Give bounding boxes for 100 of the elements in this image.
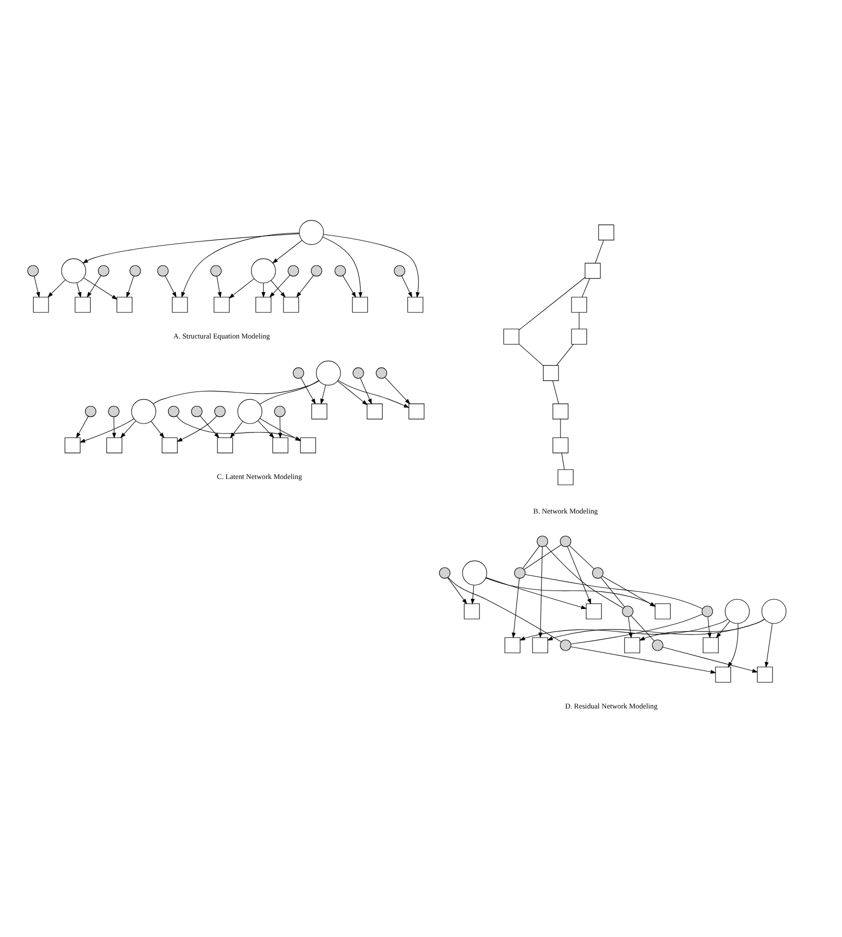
connector xyxy=(582,278,590,298)
arrow xyxy=(230,421,243,438)
node-box xyxy=(408,404,424,420)
node-box xyxy=(542,365,559,381)
node-box xyxy=(106,437,122,454)
connector xyxy=(570,614,703,644)
connector xyxy=(259,380,319,404)
node-box xyxy=(598,224,614,240)
node-circle xyxy=(334,265,346,276)
node-circle xyxy=(536,536,548,547)
node-box xyxy=(757,666,773,683)
node-box xyxy=(352,296,368,313)
node-box xyxy=(64,437,80,454)
arrow xyxy=(602,576,656,607)
connector xyxy=(518,344,544,366)
node-circle xyxy=(274,406,286,418)
node-box xyxy=(407,296,424,313)
node-circle xyxy=(310,265,322,276)
connector xyxy=(522,546,540,569)
node-box xyxy=(217,437,233,454)
node-box xyxy=(654,603,671,620)
node-box xyxy=(552,404,568,420)
node-box xyxy=(272,437,288,454)
node-circle xyxy=(394,265,406,276)
node-circle xyxy=(702,606,713,618)
arrow xyxy=(228,278,254,299)
arrow xyxy=(82,233,300,264)
node-circle xyxy=(316,360,341,386)
node-box xyxy=(503,328,520,345)
node-box xyxy=(715,666,732,683)
node-circle xyxy=(376,367,388,379)
arrow xyxy=(323,234,420,298)
node-box xyxy=(532,637,548,654)
node-circle xyxy=(288,265,300,276)
node-box xyxy=(584,262,601,279)
connector xyxy=(561,452,565,470)
node-circle xyxy=(560,536,572,547)
arrow xyxy=(34,276,40,298)
node-circle xyxy=(592,567,604,579)
arrow xyxy=(342,275,356,298)
arrow xyxy=(322,236,362,298)
node-box xyxy=(74,296,91,313)
connector xyxy=(448,577,562,642)
connector xyxy=(578,312,580,330)
connector xyxy=(524,574,703,609)
arrow xyxy=(200,416,220,438)
connector xyxy=(546,546,624,609)
arrow xyxy=(485,578,656,607)
node-box xyxy=(571,328,588,345)
node-circle xyxy=(724,598,750,624)
node-circle xyxy=(251,258,276,284)
arrow xyxy=(401,276,412,298)
node-box xyxy=(702,637,719,654)
node-box xyxy=(300,437,316,454)
arrow xyxy=(662,646,758,673)
node-box xyxy=(552,437,568,454)
connector xyxy=(595,240,604,264)
node-box xyxy=(33,296,49,313)
arrow xyxy=(512,578,520,638)
arrow xyxy=(538,546,543,638)
node-box xyxy=(558,469,574,486)
node-circle xyxy=(84,406,96,418)
arrow xyxy=(384,377,410,404)
arrow xyxy=(337,380,368,406)
node-circle xyxy=(299,220,324,245)
arrow xyxy=(320,384,326,405)
node-box xyxy=(116,296,132,313)
arrow xyxy=(639,618,765,641)
arrow xyxy=(764,623,773,668)
node-circle xyxy=(191,406,202,418)
arrow xyxy=(261,282,266,298)
arrow xyxy=(181,232,300,298)
connector xyxy=(600,577,625,608)
arrow xyxy=(269,274,290,298)
arrow xyxy=(360,378,372,405)
arrow xyxy=(567,546,592,604)
arrow xyxy=(258,420,274,438)
node-box xyxy=(366,404,383,420)
arrow xyxy=(164,276,176,298)
arrow xyxy=(76,416,89,438)
connector xyxy=(556,344,574,366)
node-circle xyxy=(462,560,488,586)
arrow xyxy=(270,280,286,298)
arrow xyxy=(300,378,316,404)
node-circle xyxy=(514,567,526,579)
arrow xyxy=(48,280,66,298)
node-box xyxy=(283,296,300,313)
arrow xyxy=(470,584,475,605)
node-circle xyxy=(762,598,786,624)
connector xyxy=(560,418,561,438)
arrow xyxy=(272,240,302,264)
arrow xyxy=(216,276,222,298)
arrow xyxy=(447,577,468,604)
node-box xyxy=(256,296,272,313)
arrow xyxy=(519,618,728,641)
node-circle xyxy=(168,406,180,418)
node-box xyxy=(504,637,520,654)
arrow xyxy=(486,577,587,610)
arrow xyxy=(120,420,136,438)
node-circle xyxy=(214,406,226,418)
